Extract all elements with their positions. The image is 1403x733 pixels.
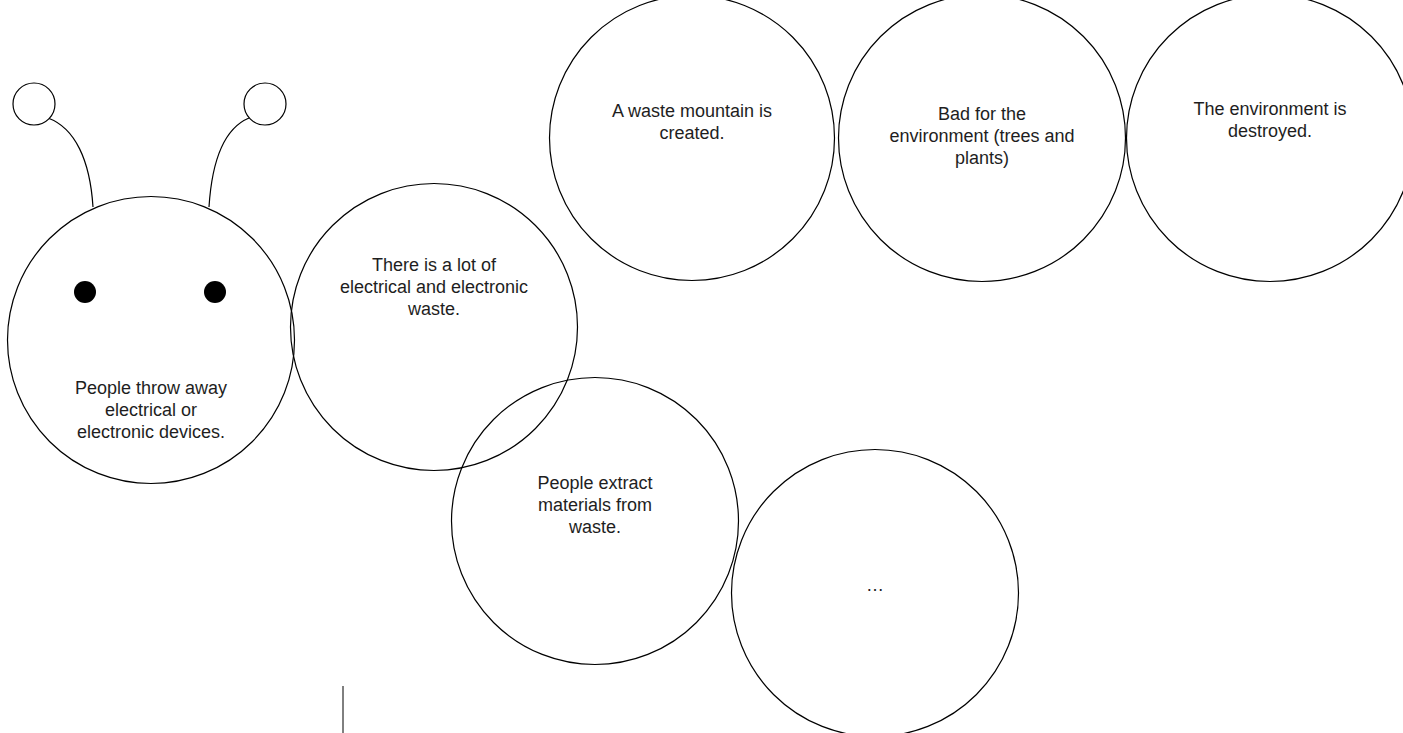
- node-text: Bad for the environment (trees and plant…: [887, 103, 1077, 169]
- circle-shape: [1127, 0, 1403, 282]
- circle-shape: [291, 184, 578, 471]
- node-text: The environment is destroyed.: [1175, 98, 1365, 142]
- antenna-stalk: [209, 118, 249, 207]
- antenna-stalk: [48, 118, 93, 207]
- process-circle: …: [731, 449, 1019, 733]
- caterpillar-eye: [74, 281, 96, 303]
- node-text: A waste mountain is created.: [592, 100, 792, 144]
- node-text: There is a lot of electrical and electro…: [339, 254, 529, 320]
- process-circle: A waste mountain is created.: [549, 0, 835, 281]
- antenna-tip: [13, 83, 55, 125]
- circle-shape: [732, 450, 1019, 733]
- caterpillar-eye: [204, 281, 226, 303]
- circle-shape: [452, 378, 739, 665]
- process-circle: People throw away electrical or electron…: [7, 196, 295, 484]
- process-circle: Bad for the environment (trees and plant…: [838, 0, 1126, 282]
- process-circle: There is a lot of electrical and electro…: [290, 183, 578, 471]
- antenna-tip: [244, 83, 286, 125]
- node-text: People throw away electrical or electron…: [69, 377, 234, 443]
- circle-shape: [550, 0, 835, 281]
- node-text: …: [790, 574, 960, 596]
- process-circle: The environment is destroyed.: [1126, 0, 1403, 282]
- circle-shape: [839, 0, 1126, 282]
- stray-line: [343, 686, 344, 733]
- node-text: People extract materials from waste.: [510, 472, 680, 538]
- circle-outline: [290, 183, 578, 471]
- process-circle: People extract materials from waste.: [451, 377, 739, 665]
- circle-shape: [8, 197, 295, 484]
